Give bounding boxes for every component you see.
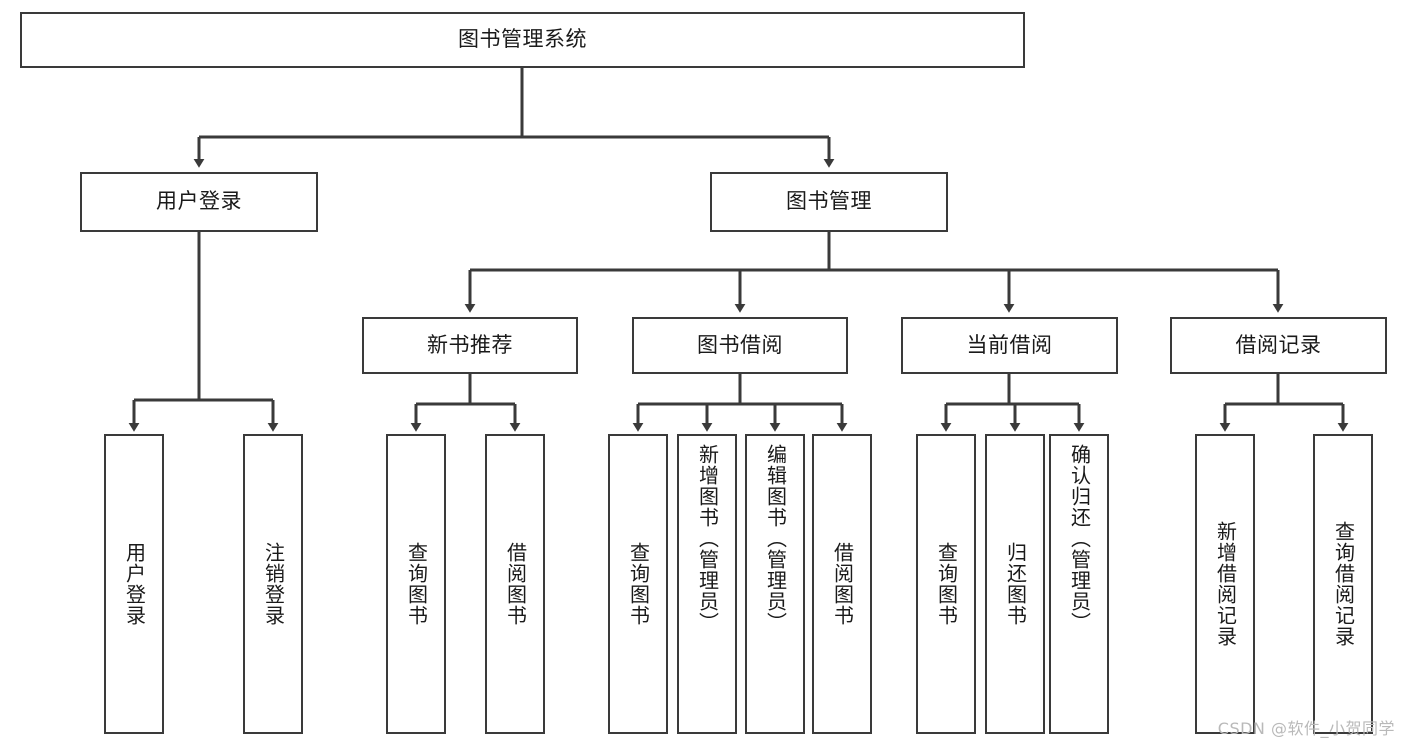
node-book-manage-label: 图书管理 <box>786 189 872 214</box>
node-leaf-borrow-book-1-label: 借阅图书 <box>503 542 528 626</box>
node-leaf-edit-book[interactable]: 编辑图书（管理员） <box>745 434 805 734</box>
node-borrow-record[interactable]: 借阅记录 <box>1170 317 1387 374</box>
node-leaf-confirm-return-label: 确认归还（管理员） <box>1067 444 1092 633</box>
node-book-manage[interactable]: 图书管理 <box>710 172 948 232</box>
node-leaf-query-record[interactable]: 查询借阅记录 <box>1313 434 1373 734</box>
node-leaf-borrow-book-2-label: 借阅图书 <box>830 542 855 626</box>
node-leaf-edit-book-label: 编辑图书（管理员） <box>763 444 788 633</box>
node-leaf-query-book-1-label: 查询图书 <box>404 542 429 626</box>
node-book-borrow-label: 图书借阅 <box>697 332 783 357</box>
node-book-borrow[interactable]: 图书借阅 <box>632 317 848 374</box>
watermark: CSDN @软件_小贺同学 <box>1217 719 1395 738</box>
node-leaf-user-login[interactable]: 用户登录 <box>104 434 164 734</box>
node-leaf-return-book-label: 归还图书 <box>1003 542 1028 626</box>
node-root-label: 图书管理系统 <box>458 27 587 52</box>
node-leaf-query-book-1[interactable]: 查询图书 <box>386 434 446 734</box>
node-leaf-query-record-label: 查询借阅记录 <box>1331 521 1356 647</box>
node-new-book-recommend[interactable]: 新书推荐 <box>362 317 578 374</box>
node-leaf-add-record-label: 新增借阅记录 <box>1213 521 1238 647</box>
node-leaf-return-book[interactable]: 归还图书 <box>985 434 1045 734</box>
node-leaf-user-logout[interactable]: 注销登录 <box>243 434 303 734</box>
node-leaf-borrow-book-2[interactable]: 借阅图书 <box>812 434 872 734</box>
node-leaf-user-login-label: 用户登录 <box>122 542 147 626</box>
node-user-login[interactable]: 用户登录 <box>80 172 318 232</box>
node-leaf-add-record[interactable]: 新增借阅记录 <box>1195 434 1255 734</box>
node-root[interactable]: 图书管理系统 <box>20 12 1025 68</box>
node-current-borrow[interactable]: 当前借阅 <box>901 317 1118 374</box>
node-leaf-confirm-return[interactable]: 确认归还（管理员） <box>1049 434 1109 734</box>
node-borrow-record-label: 借阅记录 <box>1235 332 1322 357</box>
node-leaf-user-logout-label: 注销登录 <box>261 542 286 626</box>
node-user-login-label: 用户登录 <box>156 189 242 214</box>
node-leaf-query-book-2-label: 查询图书 <box>626 542 651 626</box>
node-current-borrow-label: 当前借阅 <box>966 332 1053 357</box>
node-leaf-query-book-2[interactable]: 查询图书 <box>608 434 668 734</box>
node-leaf-query-book-3-label: 查询图书 <box>934 542 959 626</box>
node-leaf-add-book-label: 新增图书（管理员） <box>695 444 720 633</box>
node-leaf-borrow-book-1[interactable]: 借阅图书 <box>485 434 545 734</box>
node-leaf-query-book-3[interactable]: 查询图书 <box>916 434 976 734</box>
node-new-book-recommend-label: 新书推荐 <box>427 332 513 357</box>
node-leaf-add-book[interactable]: 新增图书（管理员） <box>677 434 737 734</box>
